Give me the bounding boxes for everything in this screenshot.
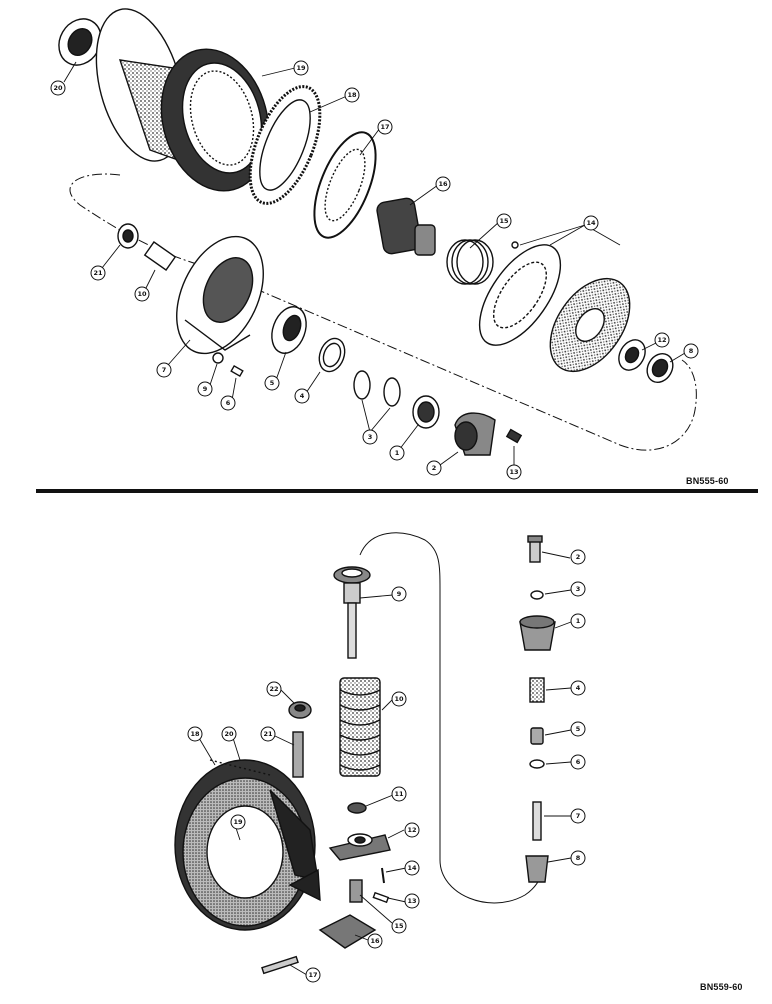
callout-number: 19	[233, 818, 243, 826]
callout-number: 13	[407, 897, 416, 905]
part-rivets-20	[209, 759, 271, 776]
callout-number: 14	[586, 219, 596, 227]
callout-number: 4	[300, 392, 305, 400]
part-body-1	[519, 615, 556, 651]
callout-number: 3	[368, 433, 373, 441]
part-carrier-7	[176, 235, 264, 355]
assembly-path-bottom	[359, 532, 544, 904]
part-spring-15	[446, 239, 494, 285]
callout-number: 9	[203, 385, 208, 393]
bottom-figure	[174, 532, 586, 983]
callout-number: 2	[576, 553, 581, 561]
part-pin-13	[372, 891, 390, 904]
part-pin-14	[381, 867, 385, 884]
part-bolt-2	[529, 539, 541, 563]
part-seal-12	[646, 352, 674, 384]
part-clevis-15	[349, 879, 363, 903]
callout-number: 1	[576, 617, 581, 625]
callout-number: 17	[308, 971, 317, 979]
callout-number: 18	[347, 91, 357, 99]
part-lining-19	[206, 805, 284, 899]
part-stud-10	[143, 241, 177, 271]
part-spring-10	[339, 677, 381, 777]
part-pin-17	[261, 955, 299, 975]
callout-number: 6	[576, 758, 581, 766]
figure-code-top: BN555-60	[686, 476, 729, 486]
callout-number: 9	[397, 590, 402, 598]
callout-number: 20	[224, 730, 234, 738]
part-cap-1	[454, 412, 496, 456]
part-hub-19	[95, 8, 270, 192]
part-seal-20	[58, 18, 102, 66]
callout-number: 12	[657, 336, 666, 344]
callout-number: 21	[263, 730, 273, 738]
callout-number: 18	[190, 730, 200, 738]
part-washer-9	[212, 352, 224, 364]
callout-number: 8	[576, 854, 581, 862]
part-brake-band-18	[174, 759, 321, 931]
part-rings-4	[353, 370, 401, 407]
callout-number: 12	[407, 826, 416, 834]
callout-number: 16	[438, 180, 448, 188]
callout-number: 10	[137, 290, 147, 298]
leader-lines-bottom	[198, 551, 572, 976]
callouts-bottom	[187, 549, 586, 983]
part-bearing-13	[618, 339, 646, 371]
callout-number: 21	[93, 269, 103, 277]
part-gear-18	[248, 85, 322, 205]
part-stem-9	[333, 566, 371, 659]
callout-number: 3	[576, 585, 581, 593]
callout-number: 17	[380, 123, 389, 131]
figure-code-bottom: BN559-60	[700, 982, 743, 992]
part-ball-seat-5	[530, 727, 544, 745]
callout-number: 5	[576, 725, 581, 733]
part-ring-5	[318, 337, 346, 373]
callout-number: 6	[226, 399, 231, 407]
part-gear-16	[376, 197, 436, 256]
callout-number: 8	[689, 347, 694, 355]
callout-number: 19	[296, 64, 306, 72]
callout-number: 1	[395, 449, 400, 457]
part-plates-14	[478, 241, 631, 373]
callout-number: 15	[499, 217, 509, 225]
callout-number: 13	[509, 468, 518, 476]
part-washer-3	[530, 590, 544, 600]
part-nut-21	[117, 223, 139, 249]
callout-number: 7	[162, 366, 167, 374]
callout-number: 22	[269, 685, 278, 693]
part-plug-8	[525, 855, 549, 883]
part-bolt-2	[505, 428, 523, 444]
top-figure	[50, 8, 699, 480]
callout-number: 7	[576, 812, 581, 820]
callout-number: 5	[270, 379, 275, 387]
part-bushing-3	[412, 395, 440, 429]
callout-number: 4	[576, 684, 581, 692]
callout-number: 10	[394, 695, 404, 703]
part-bracket-12	[328, 833, 391, 861]
assembly-path-top	[69, 173, 697, 451]
callout-number: 11	[394, 790, 404, 798]
part-washer-11	[347, 802, 367, 814]
callout-number: 15	[394, 922, 404, 930]
part-screw-6	[230, 364, 244, 378]
part-plate-17	[313, 131, 377, 239]
callout-number: 2	[432, 464, 437, 472]
part-spring-4	[529, 677, 545, 703]
callouts-top	[50, 60, 699, 480]
part-nut-22	[288, 701, 312, 719]
part-bearing-6	[271, 306, 307, 354]
callout-number: 14	[407, 864, 417, 872]
part-oring-6	[529, 759, 545, 769]
part-stud-21	[292, 731, 304, 778]
callout-number: 20	[53, 84, 63, 92]
figure-divider	[36, 489, 758, 493]
part-pin-7	[532, 801, 542, 841]
part-lever-16	[318, 914, 377, 949]
callout-number: 16	[370, 937, 380, 945]
